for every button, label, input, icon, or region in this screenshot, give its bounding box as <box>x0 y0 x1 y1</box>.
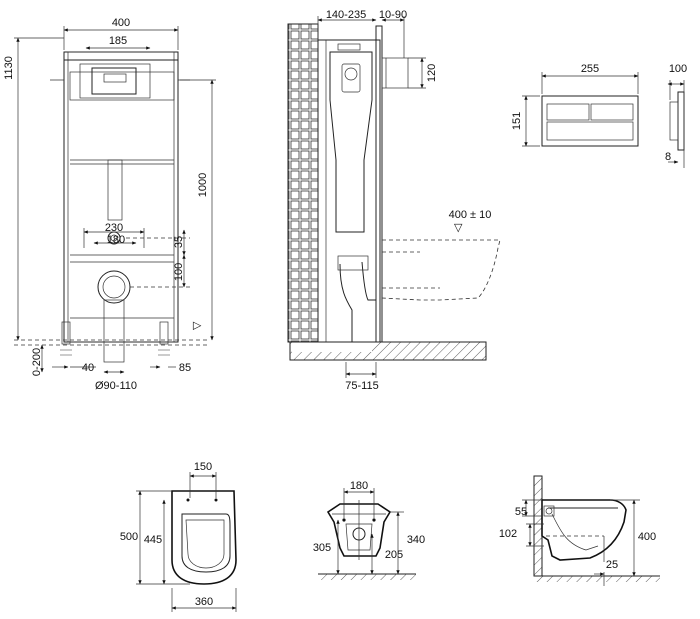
dim-pipe-diameter: Ø90-110 <box>95 380 137 392</box>
dim-foot-85: 85 <box>179 362 191 374</box>
dim-foot-40: 40 <box>82 362 94 374</box>
dim-rear-top: 180 <box>350 480 368 492</box>
bowl-rear-view: 180 305 205 340 <box>313 480 425 580</box>
dim-side-55: 55 <box>515 506 527 518</box>
dim-height-1000: 1000 <box>197 173 209 197</box>
dim-bowl-width: 360 <box>195 596 213 608</box>
dim-plate-thick: 8 <box>665 151 671 163</box>
dim-pipe-120: 120 <box>426 64 438 82</box>
dim-plate-width: 255 <box>581 63 599 75</box>
dim-rear-mid: 205 <box>385 549 403 561</box>
dim-rear-left: 305 <box>313 542 331 554</box>
dim-top-10-90: 10-90 <box>379 9 407 21</box>
flush-plate-view: 255 151 100 8 <box>511 63 687 168</box>
dim-offset-35: 35 <box>173 236 185 248</box>
dim-side-25: 25 <box>606 559 618 571</box>
dim-plate-depth: 100 <box>669 63 687 75</box>
dim-bowl-inner: 445 <box>144 534 162 546</box>
dim-side-102: 102 <box>499 528 517 540</box>
bowl-top-view: 150 500 445 360 <box>120 461 237 612</box>
level-symbol: ▽ <box>191 321 203 330</box>
frame-side-view: 140-235 10-90 120 400 ± 10 ▽ 75-115 <box>287 9 501 392</box>
dim-bowl-length: 500 <box>120 531 138 543</box>
dim-plate-height: 151 <box>511 112 523 130</box>
dim-offset-100: 100 <box>173 263 185 281</box>
level-symbol-2: ▽ <box>454 222 463 234</box>
dim-side-400: 400 <box>638 531 656 543</box>
dim-spacing-230: 230 <box>105 222 123 234</box>
dim-bowl-top: 150 <box>194 461 212 473</box>
dim-height-400: 400 ± 10 <box>449 209 492 221</box>
dim-adjust-0-200: 0-200 <box>31 348 43 376</box>
dim-frame-width: 400 <box>112 17 130 29</box>
dim-depth: 140-235 <box>326 9 366 21</box>
dim-panel-width: 185 <box>109 35 127 47</box>
bowl-side-view: 55 102 25 400 <box>499 475 660 586</box>
dim-bottom-75-115: 75-115 <box>345 380 378 392</box>
dim-height-total: 1130 <box>3 56 15 80</box>
frame-front-view: 400 185 1130 1000 230 180 35 100 ▽ 0-200 <box>3 17 216 392</box>
dim-rear-right: 340 <box>407 534 425 546</box>
dim-spacing-180: 180 <box>107 234 125 246</box>
